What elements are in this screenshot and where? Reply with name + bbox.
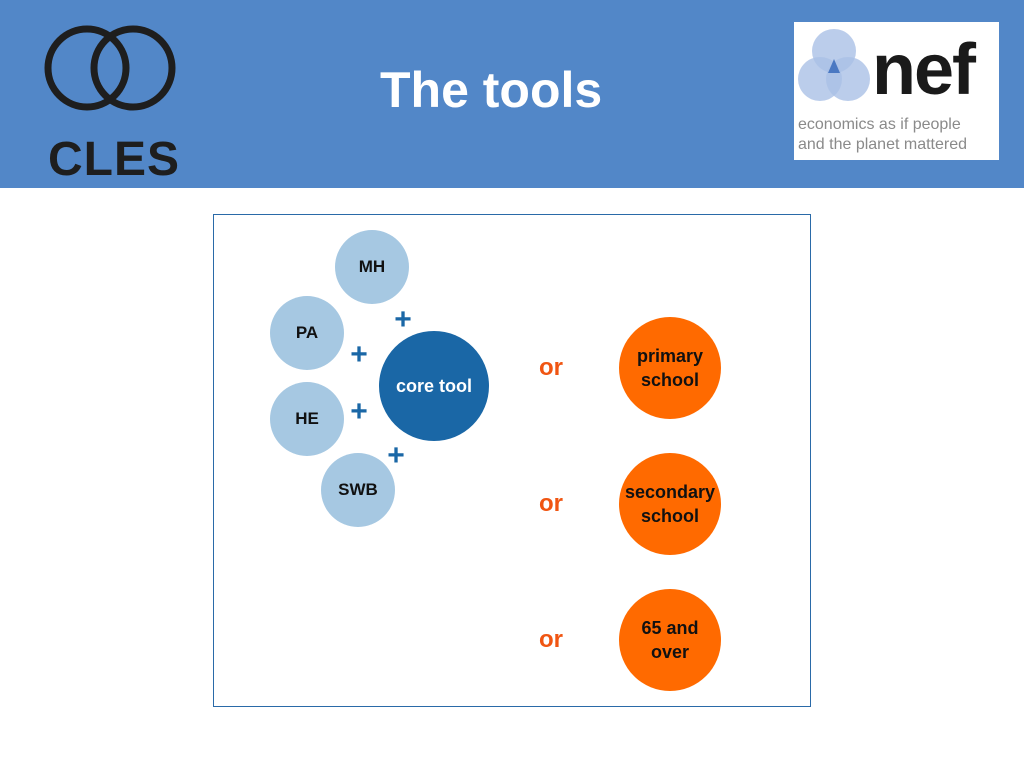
plus-sign: +	[350, 338, 368, 371]
population-label-line: 65 and	[641, 618, 699, 638]
population-65-and-over-circle: 65 and over	[619, 589, 721, 691]
module-swb-circle: SWB	[321, 453, 395, 527]
or-label: or	[539, 354, 563, 381]
cles-logo-text: CLES	[48, 133, 181, 186]
population-label-line: over	[650, 642, 690, 662]
plus-sign: +	[350, 395, 368, 428]
page-title: The tools	[380, 62, 603, 118]
plus-sign: +	[387, 439, 405, 472]
population-label-line: secondary	[624, 482, 716, 502]
or-label: or	[539, 490, 563, 517]
nef-logo-word: nef	[872, 30, 976, 110]
cles-logo: CLES	[44, 22, 180, 184]
nef-tagline-line-1: economics as if people	[798, 116, 961, 133]
or-label: or	[539, 626, 563, 653]
core-tool-circle: core tool	[379, 331, 489, 441]
nef-circles-icon	[798, 29, 870, 101]
population-label-line: school	[640, 506, 699, 526]
module-mh-circle: MH	[335, 230, 409, 304]
nef-logo-tagline: economics as if people and the planet ma…	[798, 115, 998, 155]
population-label-line: primary	[636, 346, 704, 366]
cles-rings-icon	[44, 25, 176, 111]
population-secondary-school-circle: secondary school	[619, 453, 721, 555]
module-pa-circle: PA	[270, 296, 344, 370]
module-he-circle: HE	[270, 382, 344, 456]
tools-diagram-panel	[213, 214, 811, 707]
nef-logo: nef economics as if people and the plane…	[794, 22, 999, 160]
nef-tagline-line-2: and the planet mattered	[798, 136, 968, 153]
header-banner: CLES The tools nef economics as if peopl…	[0, 0, 1024, 188]
plus-sign: +	[394, 303, 412, 336]
population-primary-school-circle: primary school	[619, 317, 721, 419]
population-label-line: school	[640, 370, 699, 390]
